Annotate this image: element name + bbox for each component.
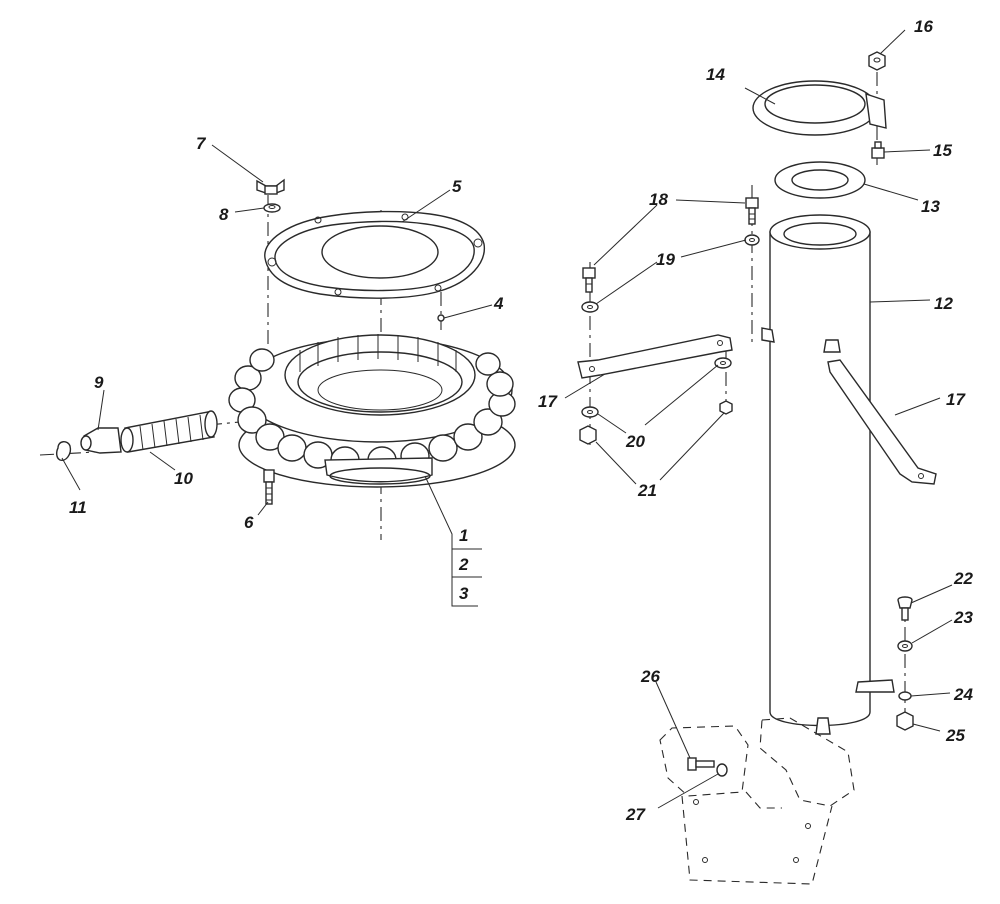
base-housing-hidden — [659, 717, 855, 885]
label-part-13: 13 — [921, 197, 940, 216]
nut-part-21 — [579, 400, 733, 445]
label-part-16: 16 — [914, 17, 933, 36]
washer-part-27 — [716, 763, 728, 777]
nut-part-25 — [896, 711, 914, 731]
pipe-tab-bracket — [761, 327, 775, 343]
label-part-9: 9 — [94, 373, 104, 392]
clamp-ring-part-14 — [752, 80, 887, 136]
label-part-7: 7 — [196, 134, 207, 153]
leader-lines — [61, 29, 953, 809]
label-part-4: 4 — [493, 294, 504, 313]
brace-strap-left-part-17 — [577, 334, 733, 379]
flange-part-13 — [774, 161, 866, 199]
label-part-25: 25 — [945, 726, 965, 745]
cap-part-11 — [55, 441, 72, 461]
label-part-22: 22 — [953, 569, 973, 588]
label-part-20: 20 — [625, 432, 645, 451]
label-part-19: 19 — [656, 250, 675, 269]
washer-part-8 — [263, 203, 281, 213]
label-part-18: 18 — [649, 190, 668, 209]
bracket-tab-part-24 — [855, 679, 912, 701]
label-part-26: 26 — [640, 667, 660, 686]
chimney-pipe-part-12 — [769, 214, 871, 735]
bolt-part-15 — [871, 141, 885, 159]
label-part-21: 21 — [637, 481, 657, 500]
washer-part-23 — [897, 640, 913, 652]
label-part-15: 15 — [933, 141, 952, 160]
label-part-17-left: 17 — [538, 392, 558, 411]
screw-part-4 — [437, 314, 445, 322]
bolt-part-26 — [687, 757, 715, 771]
label-part-27: 27 — [625, 805, 646, 824]
label-part-3: 3 — [459, 584, 469, 603]
part-number-labels: 1 2 3 4 5 6 7 8 9 10 11 12 13 14 15 16 1… — [69, 17, 973, 824]
bolt-part-22 — [897, 596, 913, 621]
label-part-14: 14 — [706, 65, 725, 84]
washer-part-19 — [581, 234, 760, 313]
adapter-part-9 — [80, 427, 122, 454]
label-part-24: 24 — [953, 685, 973, 704]
label-part-17-right: 17 — [946, 390, 966, 409]
bolt-part-18 — [582, 197, 759, 293]
label-part-2: 2 — [458, 555, 469, 574]
gasket-lid-part-5 — [264, 210, 485, 299]
washer-part-20 — [581, 357, 732, 418]
label-part-5: 5 — [452, 177, 462, 196]
label-part-6: 6 — [244, 513, 254, 532]
label-part-10: 10 — [174, 469, 193, 488]
bolt-part-6 — [263, 469, 275, 505]
flexible-hose-part-10 — [120, 410, 218, 453]
label-part-23: 23 — [953, 608, 973, 627]
label-part-1: 1 — [459, 526, 468, 545]
nut-part-16 — [868, 51, 886, 71]
label-part-12: 12 — [934, 294, 953, 313]
wing-nut-part-7 — [256, 178, 285, 195]
label-part-11: 11 — [69, 498, 87, 517]
label-part-8: 8 — [219, 205, 229, 224]
burner-ring-part-1 — [228, 334, 516, 488]
brace-strap-right-part-17 — [823, 339, 937, 485]
